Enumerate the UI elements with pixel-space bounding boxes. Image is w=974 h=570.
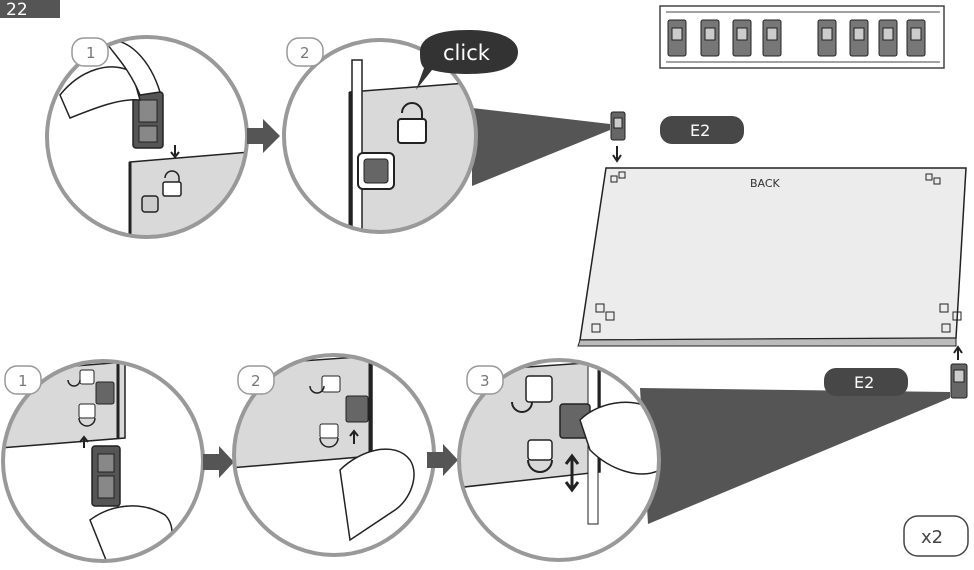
- quantity-badge: x2: [903, 515, 969, 557]
- arrow-right-icon: [427, 444, 458, 476]
- step-number: 1: [86, 44, 96, 62]
- arrow-right-icon: [203, 446, 234, 478]
- step-badge: 2: [286, 37, 324, 67]
- top-step-2-detail: [282, 38, 478, 234]
- quantity-label: x2: [921, 527, 943, 548]
- click-label: click: [443, 41, 491, 65]
- up-down-arrow-icon: [564, 453, 580, 493]
- part-label: E2: [824, 368, 908, 396]
- step-number: 3: [480, 372, 490, 390]
- part-label: E2: [660, 116, 744, 144]
- bottom-step-3-detail: [457, 358, 661, 562]
- step-number: 2: [251, 372, 261, 390]
- step-badge: 2: [237, 365, 275, 395]
- zoom-wedge-top: [472, 108, 610, 186]
- panel-label: BACK: [750, 177, 781, 190]
- clip-part-small: [610, 111, 626, 163]
- step-number: 1: [18, 372, 28, 390]
- step-number: 2: [300, 44, 310, 62]
- part-code: E2: [690, 121, 710, 140]
- zoom-wedge-bottom: [640, 388, 950, 524]
- page-number: 22: [6, 0, 28, 20]
- step-badge: 1: [71, 37, 109, 67]
- step-badge: 1: [4, 365, 42, 395]
- click-callout: click: [416, 30, 518, 90]
- step-badge: 3: [466, 365, 504, 395]
- back-panel: BACK: [577, 167, 967, 347]
- page-number-badge: 22: [0, 0, 60, 20]
- top-step-1-detail: [45, 35, 249, 239]
- down-arrow-icon: [170, 145, 180, 159]
- part-code: E2: [854, 373, 874, 392]
- clip-part-small: [950, 345, 968, 399]
- bottom-step-2-detail: [232, 353, 436, 557]
- arrow-right-icon: [247, 119, 280, 153]
- clip-parts-strip: [659, 5, 945, 69]
